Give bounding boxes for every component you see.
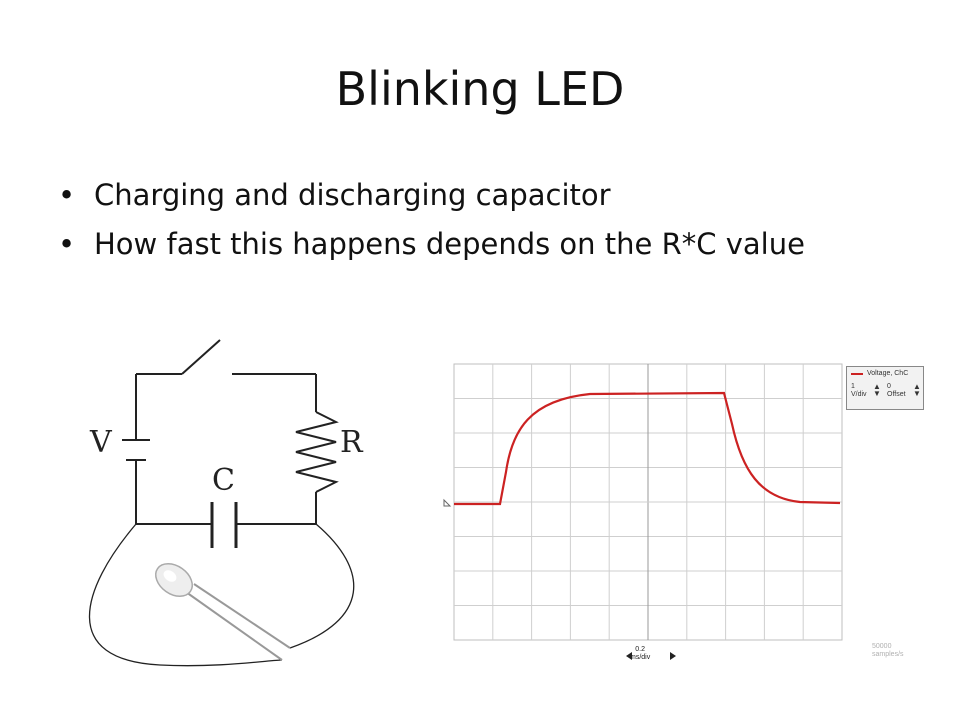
- time-scale-unit: ms/div: [630, 653, 651, 661]
- channel-legend: Voltage, ChC 1 V/div ▲▼ 0 Offset ▲▼: [846, 366, 924, 410]
- switch-blade: [181, 339, 221, 375]
- offset-stepper-icon[interactable]: ▲▼: [913, 382, 921, 399]
- voltage-trace: [454, 391, 841, 506]
- time-scale-readout: 0.2 ms/div: [630, 646, 650, 661]
- bullet-list: Charging and discharging capacitor How f…: [58, 178, 918, 276]
- offset-value: 0: [887, 383, 891, 390]
- label-v: V: [89, 425, 113, 460]
- bullet-item: Charging and discharging capacitor: [58, 178, 918, 213]
- label-c: C: [212, 463, 235, 498]
- bullet-item: How fast this happens depends on the R*C…: [58, 227, 918, 262]
- vdiv-unit: V/div: [851, 390, 867, 398]
- offset-unit: Offset: [887, 390, 906, 398]
- label-r: R: [340, 425, 364, 460]
- legend-label: Voltage, ChC: [867, 370, 909, 377]
- led-component: [155, 563, 291, 661]
- led-wire-left: [88, 523, 283, 667]
- legend-entry: Voltage, ChC: [851, 370, 908, 377]
- vdiv-stepper-icon[interactable]: ▲▼: [873, 382, 881, 399]
- trigger-marker-icon: [443, 498, 452, 507]
- time-right-arrow-icon[interactable]: [670, 652, 676, 660]
- time-left-arrow-icon[interactable]: [626, 652, 632, 660]
- resistor-symbol: [295, 411, 339, 493]
- time-scale-value: 0.2: [635, 646, 645, 653]
- offset-control[interactable]: 0 Offset: [887, 383, 906, 398]
- slide-title: Blinking LED: [335, 62, 625, 116]
- rc-circuit-diagram: V C R: [88, 339, 364, 667]
- vdiv-control[interactable]: 1 V/div: [851, 383, 867, 398]
- vdiv-value: 1: [851, 383, 855, 390]
- legend-swatch: [851, 372, 863, 375]
- sample-rate-value: 50000: [872, 643, 892, 650]
- led-wire-right: [289, 523, 355, 649]
- oscilloscope-plot: [443, 363, 843, 660]
- sample-rate-unit: samples/s: [872, 650, 904, 658]
- sample-rate-readout: 50000 samples/s: [872, 643, 904, 658]
